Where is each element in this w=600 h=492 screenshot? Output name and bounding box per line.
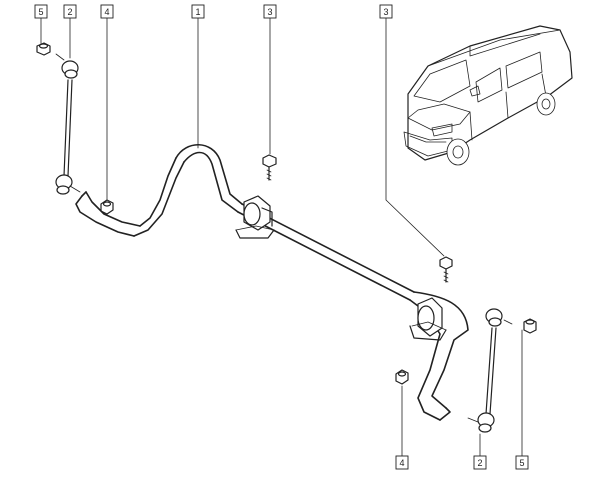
left-nut-5 [36, 42, 51, 56]
callout-5-bottom: 5 [515, 455, 529, 470]
svg-text:4: 4 [104, 7, 109, 17]
stabilizer-bar [75, 144, 469, 421]
right-bushing-bracket [409, 297, 447, 341]
svg-text:5: 5 [38, 7, 43, 17]
svg-text:2: 2 [67, 7, 72, 17]
left-bushing-bracket [235, 195, 275, 239]
callout-boxes: 5 2 4 1 3 3 4 2 [34, 4, 529, 470]
svg-text:1: 1 [195, 7, 200, 17]
callout-2-top-left: 2 [63, 4, 77, 19]
right-drop-link [467, 308, 513, 433]
callout-2-bottom: 2 [473, 455, 487, 470]
callout-3-top-left: 3 [263, 4, 277, 19]
left-bolt-3 [262, 154, 277, 181]
svg-text:3: 3 [383, 7, 388, 17]
callout-1-top: 1 [191, 4, 205, 19]
callout-4-top-left: 4 [100, 4, 114, 19]
right-bolt-3 [439, 256, 453, 283]
svg-text:2: 2 [477, 458, 482, 468]
left-drop-link [55, 53, 81, 195]
callout-4-bottom: 4 [395, 455, 409, 470]
van-illustration [403, 25, 573, 166]
callout-5-top-left: 5 [34, 4, 48, 19]
svg-text:3: 3 [267, 7, 272, 17]
svg-text:4: 4 [399, 458, 404, 468]
right-nut-4 [395, 369, 409, 385]
svg-text:5: 5 [519, 458, 524, 468]
callout-3-top-right: 3 [379, 4, 393, 19]
leader-lines [40, 17, 523, 457]
right-nut-5 [523, 318, 537, 334]
